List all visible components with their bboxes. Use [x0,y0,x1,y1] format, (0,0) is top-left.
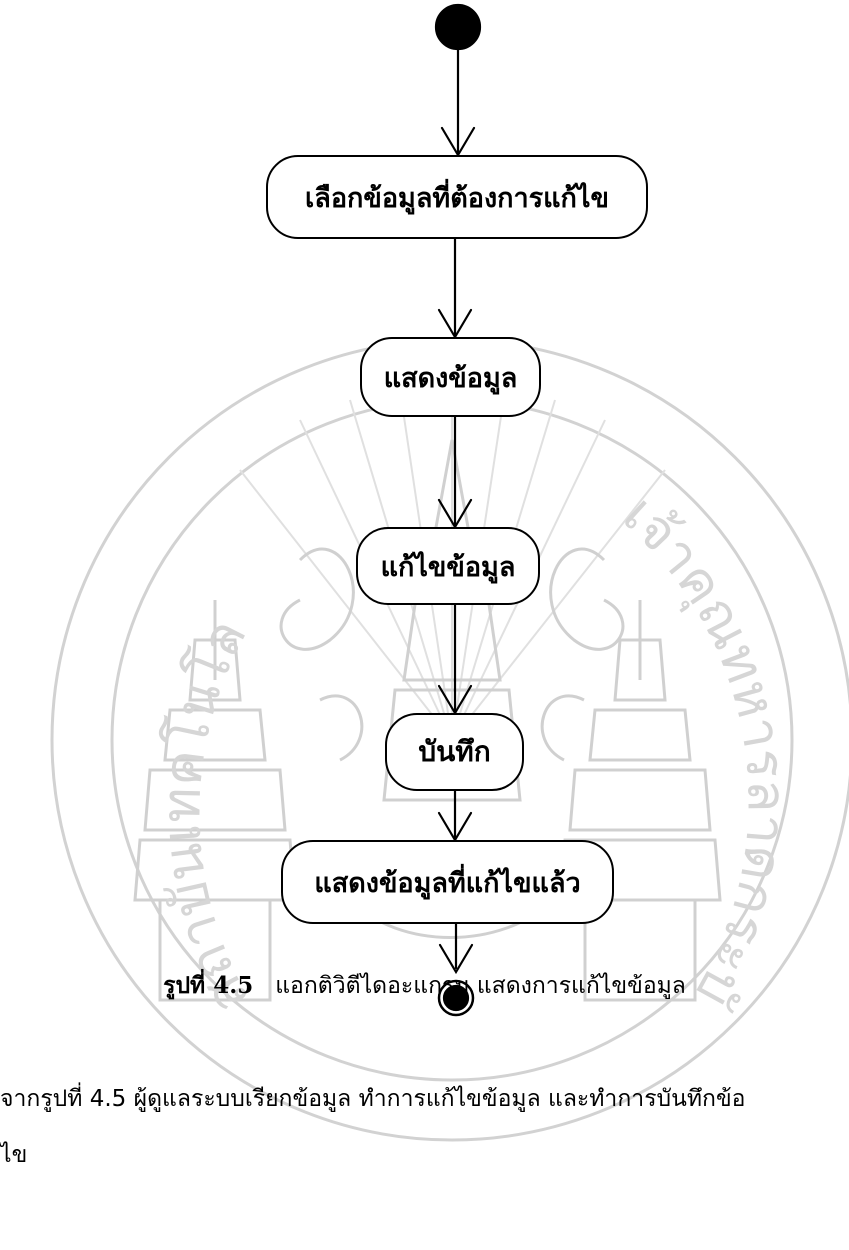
start-node [436,5,480,49]
activity-label: บันทึก [418,730,490,774]
activity-edit-data: แก้ไขข้อมูล [356,527,540,605]
activity-label: แสดงข้อมูล [384,356,518,399]
activity-show-edited-data: แสดงข้อมูลที่แก้ไขแล้ว [281,840,614,924]
activity-label: แก้ไขข้อมูล [381,545,516,588]
activity-select-data: เลือกข้อมูลที่ต้องการแก้ไข [266,155,648,239]
activity-label: เลือกข้อมูลที่ต้องการแก้ไข [305,176,609,219]
figure-caption: รูปที่ 4.5 แอกติวิตีไดอะแกรม แสดงการแก้ไข… [0,968,849,1004]
figure-number: รูปที่ 4.5 [163,972,253,999]
body-paragraph-line-2: ไข [0,1137,27,1173]
activity-label: แสดงข้อมูลที่แก้ไขแล้ว [314,861,580,904]
activity-save: บันทึก [385,713,524,791]
body-paragraph-line-1: จากรูปที่ 4.5 ผู้ดูแลระบบเรียกข้อมูล ทำก… [0,1081,849,1117]
figure-caption-text: แอกติวิตีไดอะแกรม แสดงการแก้ไขข้อมูล [275,973,686,999]
activity-show-data: แสดงข้อมูล [360,337,541,417]
